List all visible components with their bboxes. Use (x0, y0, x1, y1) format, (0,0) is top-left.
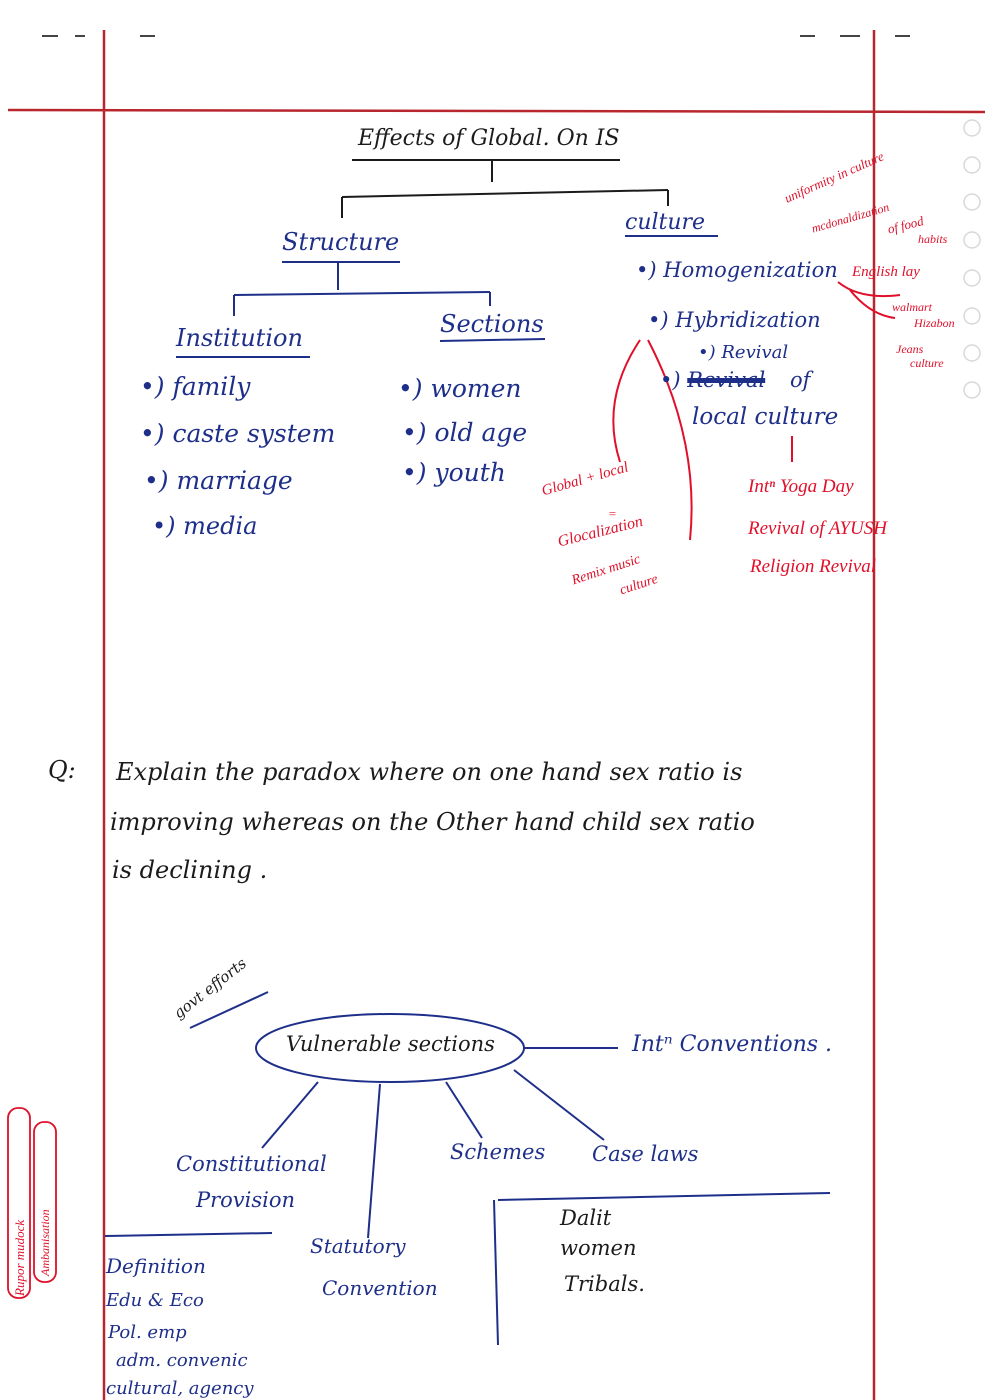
group-item: Tribals. (564, 1272, 645, 1296)
group-item: women (560, 1236, 637, 1260)
diagram-title: Effects of Global. On IS (358, 126, 620, 151)
constitutional-label: Provision (196, 1188, 296, 1212)
question-line: improving whereas on the Other hand chil… (110, 808, 755, 836)
schemes-label: Schemes (450, 1140, 546, 1164)
structure-heading: Structure (282, 228, 400, 256)
provision-item: cultural, agency (106, 1378, 254, 1399)
intl-conventions: Intⁿ Conventions . (632, 1032, 833, 1057)
culture-heading: culture (625, 210, 706, 235)
institution-item: •) family (140, 372, 251, 401)
sections-item: •) youth (402, 458, 506, 487)
institution-item: •) caste system (140, 419, 336, 448)
top-margin-line (7, 108, 986, 114)
red-note: Revival of AYUSH (748, 518, 887, 539)
institution-item: •) media (152, 512, 258, 540)
red-note: habits (918, 232, 948, 246)
statutory-label: Statutory (310, 1234, 406, 1258)
red-note: culture (910, 356, 944, 370)
red-note: Intⁿ Yoga Day (748, 476, 854, 497)
sections-heading: Sections (440, 310, 544, 338)
sections-item: •) women (398, 374, 522, 403)
mindmap-center: Vulnerable sections (286, 1032, 495, 1056)
red-note: Jeans (896, 342, 924, 356)
red-note: English lay (852, 264, 920, 280)
institution-item: •) marriage (144, 466, 293, 495)
red-note: Religion Revival (750, 556, 877, 577)
provision-item: adm. convenic (116, 1350, 248, 1371)
provision-item: Definition (106, 1254, 206, 1278)
question-line: is declining . (112, 856, 268, 884)
statutory-label: Convention (322, 1276, 438, 1300)
provision-item: Edu & Eco (106, 1290, 204, 1311)
red-note: = (608, 506, 617, 521)
culture-item: •) Homogenization (636, 258, 838, 282)
culture-item: of (790, 368, 811, 392)
culture-item: •) Revival (698, 342, 789, 363)
question-marker: Q: (48, 756, 76, 784)
provision-item: Pol. emp (108, 1322, 187, 1343)
red-note: walmart (892, 300, 933, 314)
case-laws-label: Case laws (592, 1142, 699, 1166)
margin-note: Rupor mudock (12, 1219, 27, 1296)
binder-holes (963, 119, 981, 399)
culture-item-crossed: •) Revival (660, 368, 766, 392)
margin-note: Ambanisation (38, 1209, 52, 1276)
red-note: Hizabon (914, 316, 955, 330)
constitutional-label: Constitutional (176, 1152, 327, 1176)
question-line: Explain the paradox where on one hand se… (116, 758, 743, 786)
culture-item: •) Hybridization (648, 308, 821, 332)
sections-item: •) old age (402, 418, 528, 447)
group-item: Dalit (560, 1206, 612, 1230)
culture-item: local culture (692, 404, 839, 430)
institution-heading: Institution (176, 324, 303, 352)
